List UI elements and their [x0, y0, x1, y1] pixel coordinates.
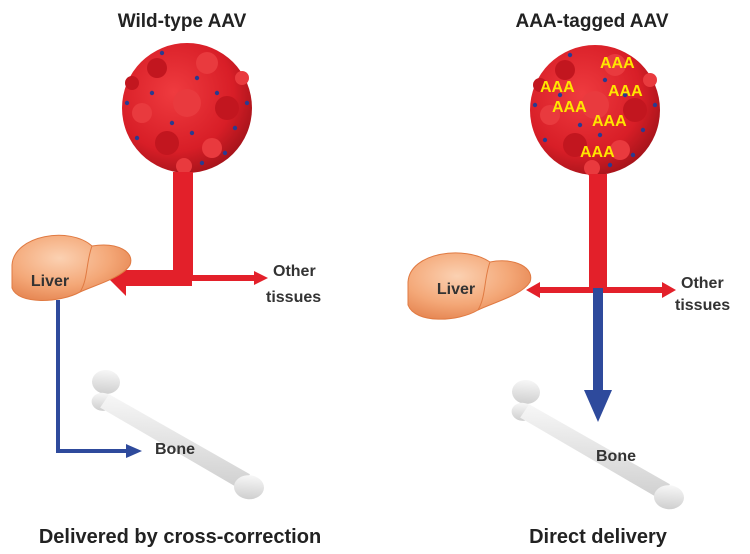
aaa-tag: AAA [580, 144, 615, 161]
aaa-tag: AAA [600, 55, 635, 72]
left-liver-label: Liver [31, 273, 69, 290]
left-blue-arrow [56, 300, 142, 458]
right-blue-arrow [584, 288, 612, 422]
left-red-arrows [108, 172, 268, 296]
left-other-label-line2: tissues [266, 289, 321, 306]
aaa-tag: AAA [592, 113, 627, 130]
aaa-tagged-aav-capsid [530, 45, 660, 176]
aaa-tag: AAA [552, 99, 587, 116]
right-title: AAA-tagged AAV [515, 11, 668, 32]
right-caption: Direct delivery [529, 526, 668, 548]
left-caption: Delivered by cross-correction [39, 526, 321, 548]
right-red-arrows [526, 174, 676, 298]
aaa-tag: AAA [608, 83, 643, 100]
right-bone-label: Bone [596, 448, 636, 465]
left-liver [11, 234, 132, 301]
left-other-label-line1: Other [273, 263, 316, 280]
right-liver [407, 252, 532, 320]
right-other-label-line2: tissues [675, 297, 730, 314]
right-other-label-line1: Other [681, 275, 724, 292]
right-liver-label: Liver [437, 281, 475, 298]
wild-type-aav-capsid [122, 43, 252, 174]
left-bone [84, 369, 272, 501]
left-title: Wild-type AAV [118, 11, 247, 32]
left-bone-label: Bone [155, 441, 195, 458]
aaa-tag: AAA [540, 79, 575, 96]
